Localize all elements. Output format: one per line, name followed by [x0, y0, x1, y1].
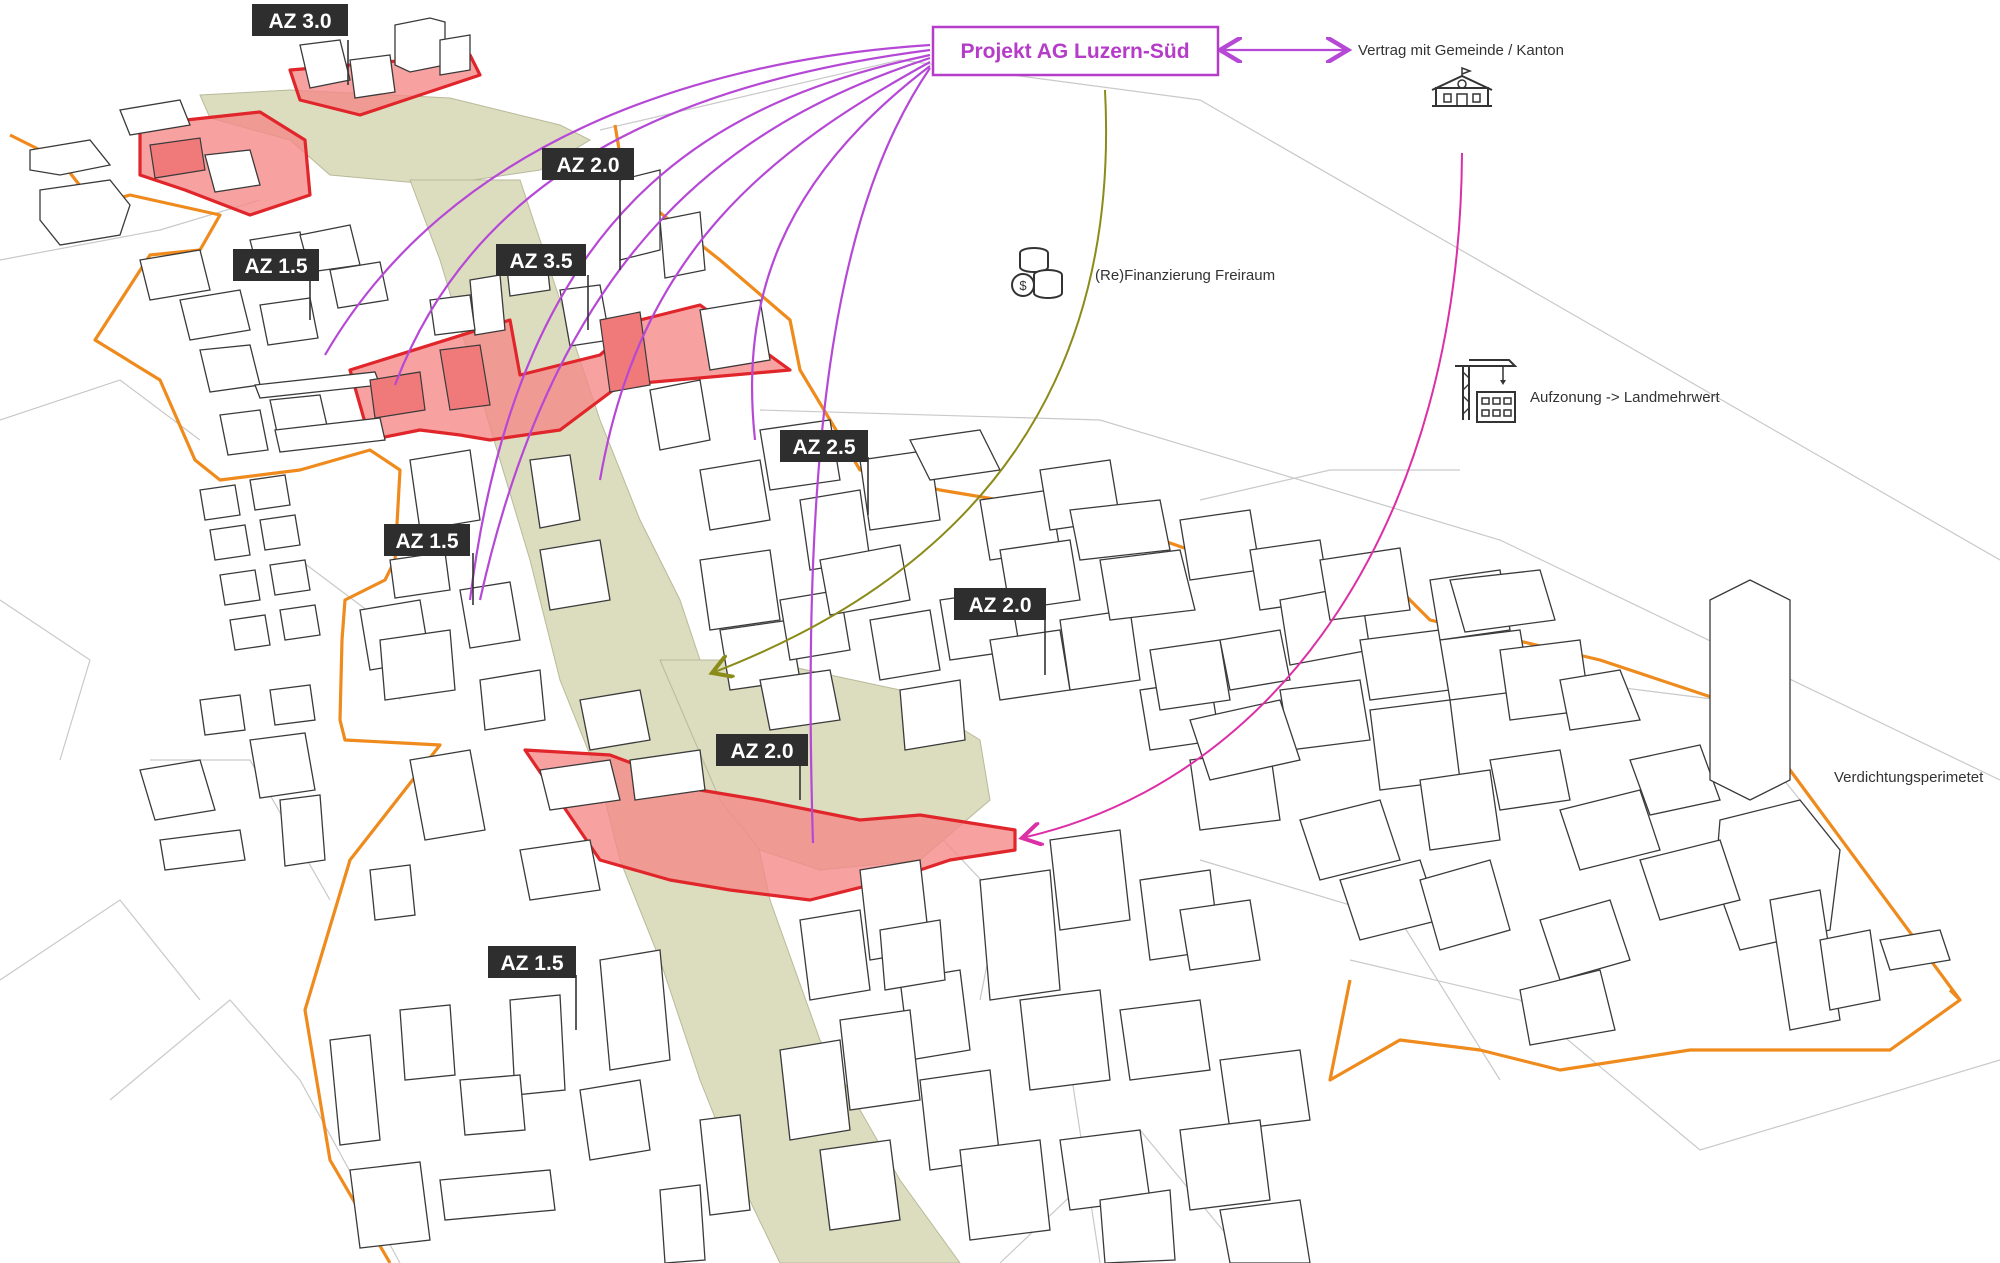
coins-icon: $ — [1011, 247, 1063, 299]
zone-label-az-2-0-east: AZ 2.0 — [954, 588, 1046, 620]
building-massing — [29, 17, 1951, 1263]
svg-text:AZ 3.5: AZ 3.5 — [509, 250, 572, 273]
svg-text:AZ 2.0: AZ 2.0 — [556, 154, 619, 177]
svg-text:AZ 1.5: AZ 1.5 — [244, 255, 307, 278]
densification-perimeter-south — [1948, 988, 1962, 1002]
svg-text:AZ 1.5: AZ 1.5 — [395, 530, 458, 553]
perimeter-label: Verdichtungsperimetet — [1834, 769, 1984, 786]
zone-label-az-2-0-north: AZ 2.0 — [542, 148, 634, 180]
street-grid — [0, 59, 2000, 1263]
svg-text:AZ 2.0: AZ 2.0 — [730, 740, 793, 763]
zone-label-az-3-0-north: AZ 3.0 — [252, 4, 348, 36]
project-title: Projekt AG Luzern-Süd — [960, 40, 1189, 63]
contract-label: Vertrag mit Gemeinde / Kanton — [1358, 42, 1564, 59]
project-header: Projekt AG Luzern-Süd Vertrag mit Gemein… — [931, 25, 1564, 77]
zone-label-az-1-5-south: AZ 1.5 — [488, 946, 576, 978]
upzoning-label: Aufzonung -> Landmehrwert — [1530, 389, 1721, 406]
svg-text:AZ 2.5: AZ 2.5 — [792, 436, 855, 459]
zone-label-az-2-0-south: AZ 2.0 — [716, 734, 808, 766]
zone-label-az-1-5-center: AZ 1.5 — [384, 524, 470, 556]
construction-crane-icon — [1455, 359, 1518, 423]
zone-label-az-1-5-west: AZ 1.5 — [233, 249, 319, 281]
zone-pins — [309, 40, 1046, 1030]
finance-label: (Re)Finanzierung Freiraum — [1095, 267, 1275, 284]
svg-text:$: $ — [1019, 278, 1027, 293]
town-hall-icon — [1431, 66, 1493, 107]
svg-text:AZ 1.5: AZ 1.5 — [500, 952, 563, 975]
zone-label-az-2-5: AZ 2.5 — [780, 430, 868, 462]
svg-text:AZ 2.0: AZ 2.0 — [968, 594, 1031, 617]
densification-perimeter-west — [9, 133, 442, 1263]
zone-label-az-3-5: AZ 3.5 — [496, 244, 586, 276]
svg-text:AZ 3.0: AZ 3.0 — [268, 10, 331, 33]
project-box — [931, 25, 1220, 77]
project-connection-lines — [324, 45, 1463, 843]
